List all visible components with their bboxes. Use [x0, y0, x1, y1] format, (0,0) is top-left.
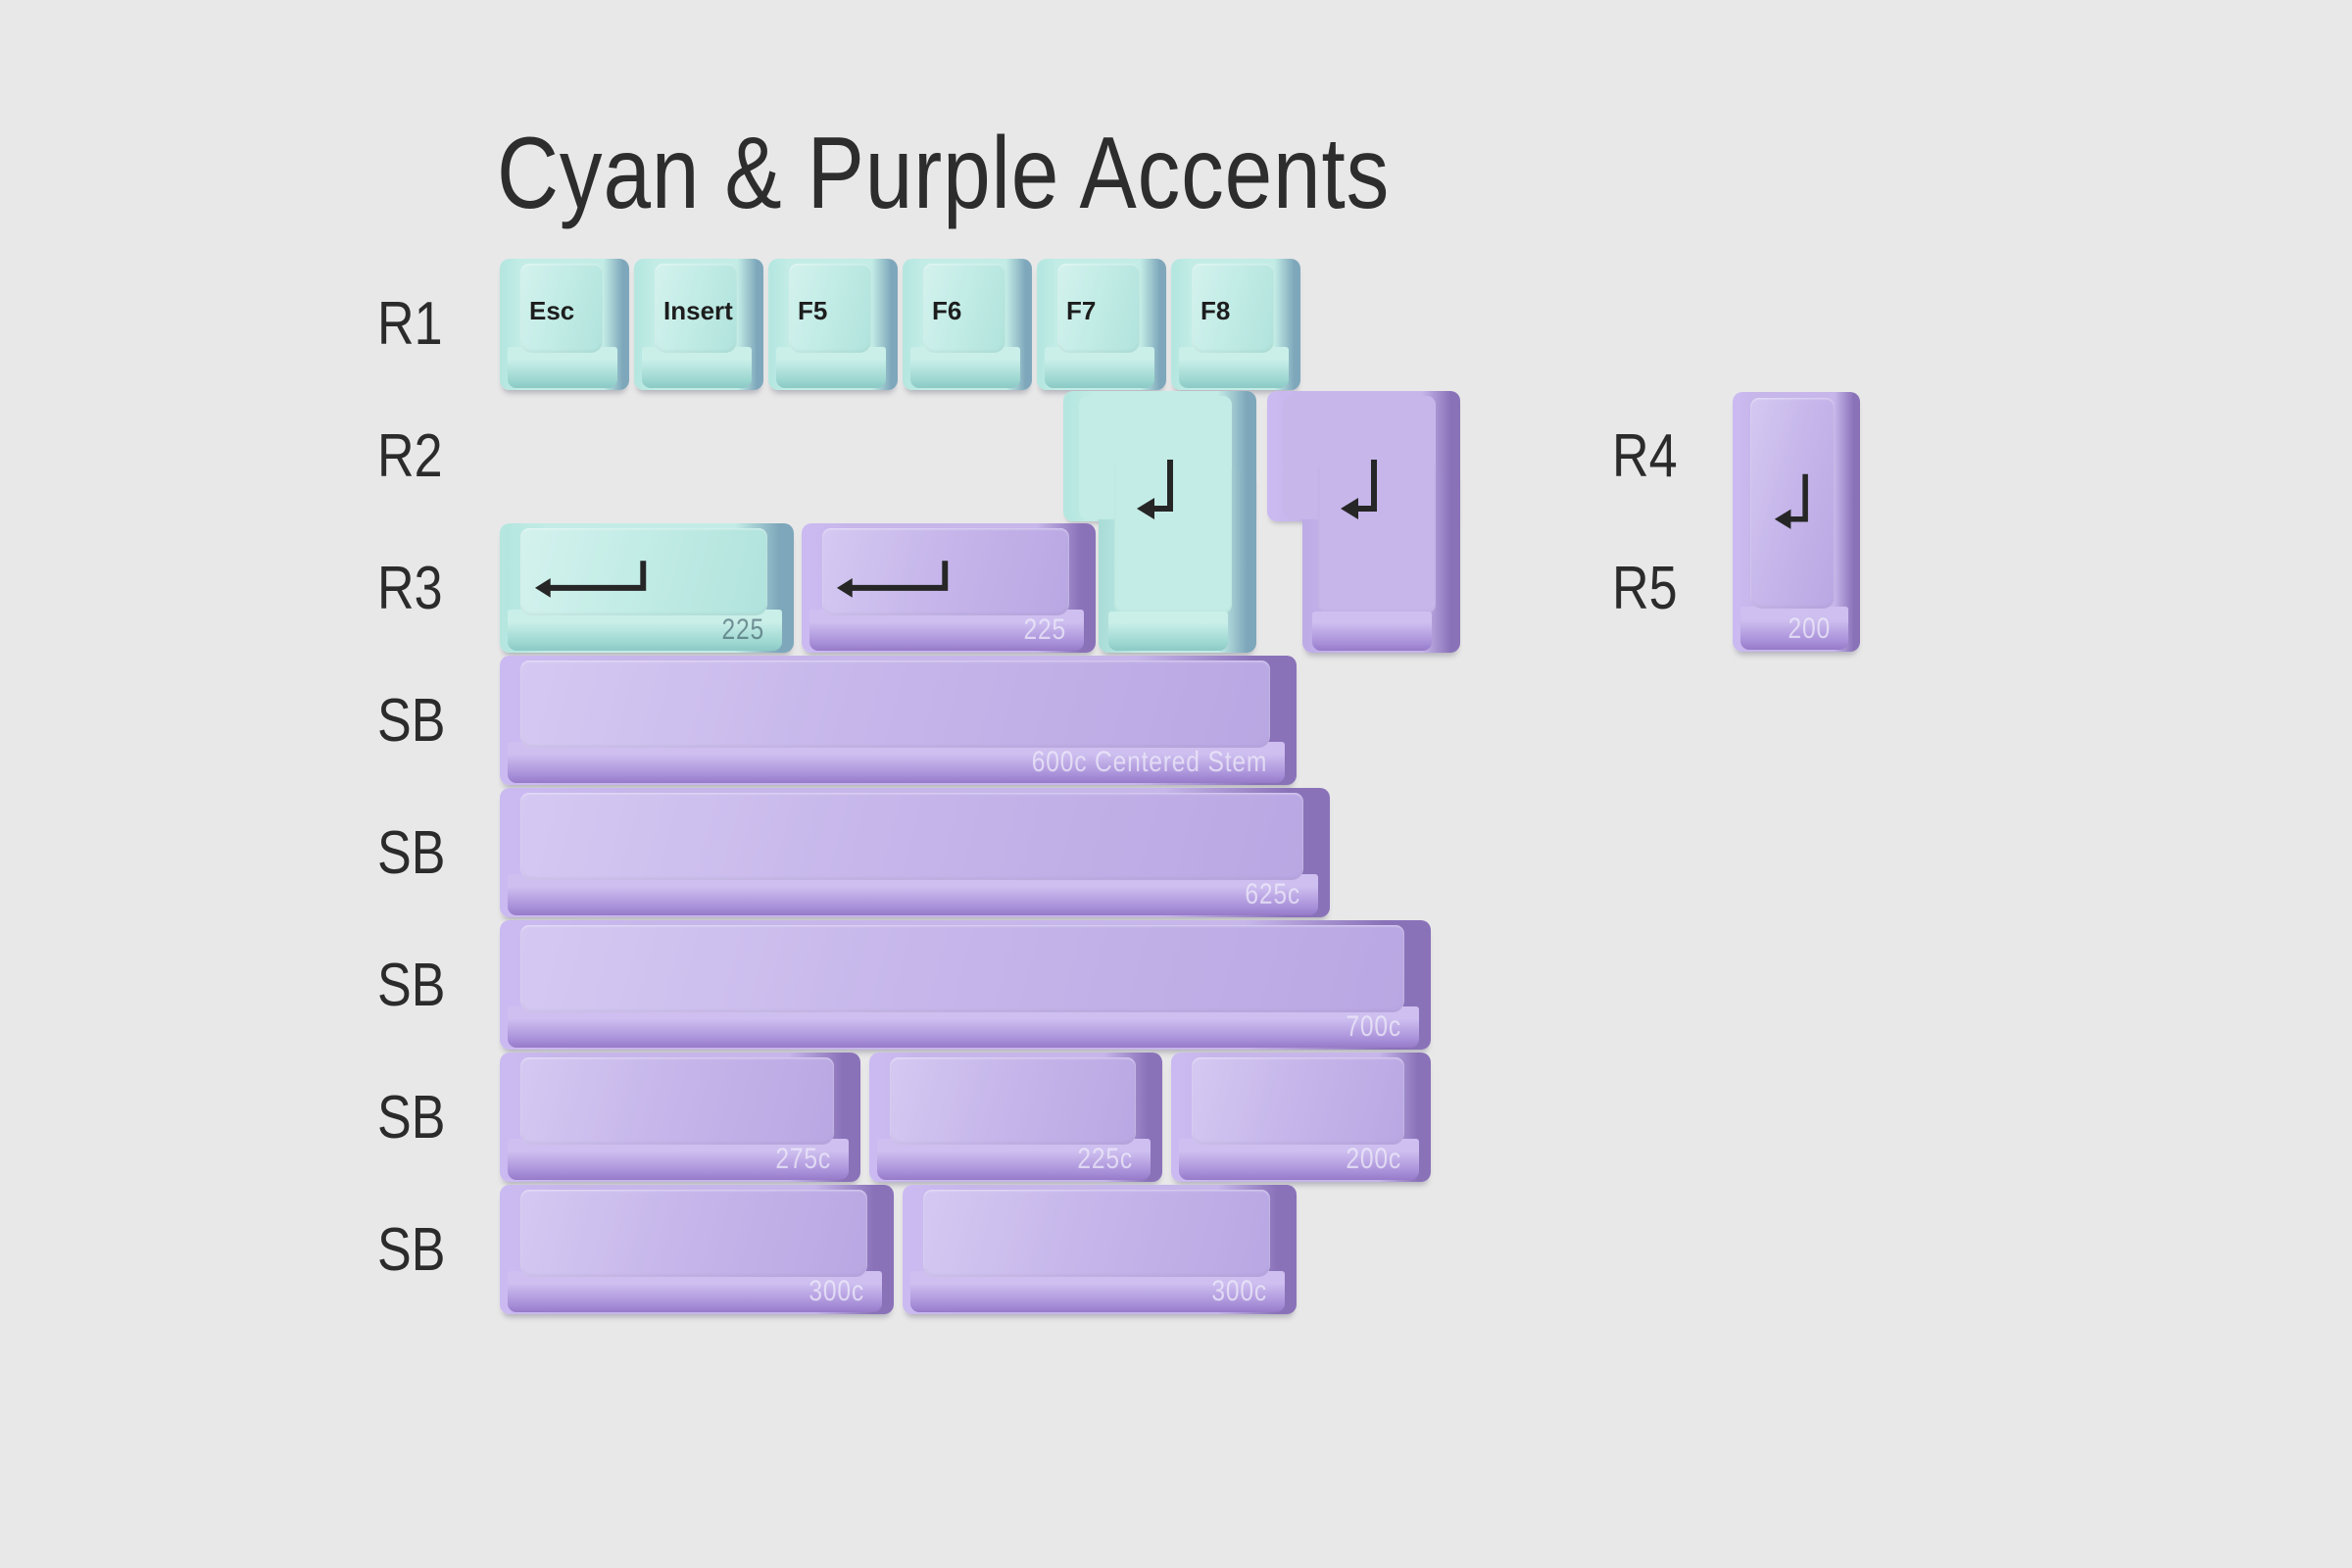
keycap-size-label: 625c: [1245, 878, 1300, 910]
keycap-top-surface: [520, 1190, 867, 1277]
keycap-size-label: 200c: [1346, 1143, 1401, 1175]
keycap-insert: Insert: [634, 259, 763, 390]
keycap-front-face: [910, 347, 1020, 388]
keycap-top-surface: [890, 1057, 1136, 1145]
keycap-size-label: 300c: [808, 1275, 864, 1307]
keycap-iso-enter-purple: [1267, 391, 1460, 653]
keycap-iso-enter-cyan: [1063, 391, 1256, 653]
keycap-vertical-enter: 200: [1733, 392, 1860, 652]
keycap-front-face: [508, 1139, 849, 1180]
keycap-size-label: 600c Centered Stem: [1031, 746, 1267, 778]
keycap-f5: F5: [768, 259, 898, 390]
return-arrow-icon: [1339, 454, 1388, 532]
keycap-spacebar-300c-b: 300c: [903, 1185, 1297, 1314]
keycap-spacebar-200c: 200c: [1171, 1053, 1431, 1182]
keycap-front-face: [1179, 1139, 1419, 1180]
keycap-top-surface: [1192, 264, 1274, 353]
keycap-top-surface: [520, 793, 1303, 880]
row-label-left-r1: R1: [377, 289, 443, 358]
keycap-top-surface: [923, 264, 1005, 353]
keycap-legend: Esc: [529, 296, 575, 325]
keycap-spacebar-300c-a: 300c: [500, 1185, 894, 1314]
keycap-legend: Insert: [663, 296, 733, 325]
keycap-front-face: [1045, 347, 1154, 388]
keycap-legend: F6: [932, 296, 962, 325]
keycap-size-label: 200: [1788, 612, 1831, 645]
keycap-top-surface: [655, 264, 737, 353]
keycap-front-face: [776, 347, 886, 388]
keycap-front-face: [508, 1271, 882, 1312]
keycap-size-label: 225: [721, 613, 764, 646]
row-label-left-sb: SB: [377, 818, 446, 887]
keycap-front-face: [1179, 347, 1289, 388]
keycap-legend: F7: [1066, 296, 1097, 325]
keycap-esc: Esc: [500, 259, 629, 390]
keycap-spacebar-225c: 225c: [869, 1053, 1162, 1182]
row-label-left-sb: SB: [377, 1215, 446, 1284]
keycap-top-surface: [520, 264, 603, 353]
keycap-legend: F5: [798, 296, 828, 325]
keycap-front-face: [1312, 612, 1432, 651]
keycap-size-label: 700c: [1346, 1010, 1401, 1043]
row-label-left-sb: SB: [377, 686, 446, 755]
keycap-top-surface: [923, 1190, 1270, 1277]
backspace-arrow-icon: [835, 557, 962, 602]
keycap-f7: F7: [1037, 259, 1166, 390]
keycap-top-surface: [520, 661, 1270, 748]
keycap-size-label: 225: [1023, 613, 1066, 646]
keycap-top-surface: [1750, 398, 1835, 609]
keycap-top-surface: [1057, 264, 1140, 353]
keycap-spacebar-625c: 625c: [500, 788, 1330, 917]
keycap-front-face: [508, 1006, 1419, 1048]
keycap-spacebar-700c: 700c: [500, 920, 1431, 1050]
keycap-front-face: [508, 347, 617, 388]
row-label-left-r2: R2: [377, 421, 443, 490]
row-label-left-sb: SB: [377, 1083, 446, 1152]
keycap-front-face: [910, 1271, 1285, 1312]
keycap-top-surface: [1192, 1057, 1404, 1145]
keycap-front-face: [508, 610, 782, 651]
keycap-top-surface: [520, 1057, 834, 1145]
keycap-f8: F8: [1171, 259, 1300, 390]
keycap-front-face: [642, 347, 752, 388]
keycap-front-face: [1740, 607, 1848, 650]
row-label-right-r4: R4: [1612, 421, 1678, 490]
keycap-size-label: 275c: [775, 1143, 831, 1175]
backspace-arrow-icon: [533, 557, 661, 602]
keycap-front-face: [1108, 612, 1228, 651]
keycap-spacebar-600c: 600c Centered Stem: [500, 656, 1297, 785]
keycap-spacebar-275c: 275c: [500, 1053, 860, 1182]
row-label-left-sb: SB: [377, 951, 446, 1019]
keycap-front-face: [877, 1139, 1151, 1180]
keycap-f6: F6: [903, 259, 1032, 390]
keycap-size-label: 225c: [1077, 1143, 1133, 1175]
return-arrow-icon: [1135, 454, 1184, 532]
keycap-front-face: [508, 742, 1285, 783]
keycap-front-face: [508, 874, 1318, 915]
row-label-left-r3: R3: [377, 554, 443, 622]
keycap-top-surface: [789, 264, 871, 353]
keycap-backspace-purple: 225: [802, 523, 1096, 653]
keycap-legend: F8: [1200, 296, 1231, 325]
keycap-backspace-cyan: 225: [500, 523, 794, 653]
return-arrow-icon: [1773, 468, 1818, 541]
keycap-top-surface: [520, 925, 1404, 1012]
keycap-front-face: [809, 610, 1084, 651]
keycap-size-label: 300c: [1211, 1275, 1267, 1307]
row-label-right-r5: R5: [1612, 554, 1678, 622]
kit-title: Cyan & Purple Accents: [497, 117, 1391, 230]
